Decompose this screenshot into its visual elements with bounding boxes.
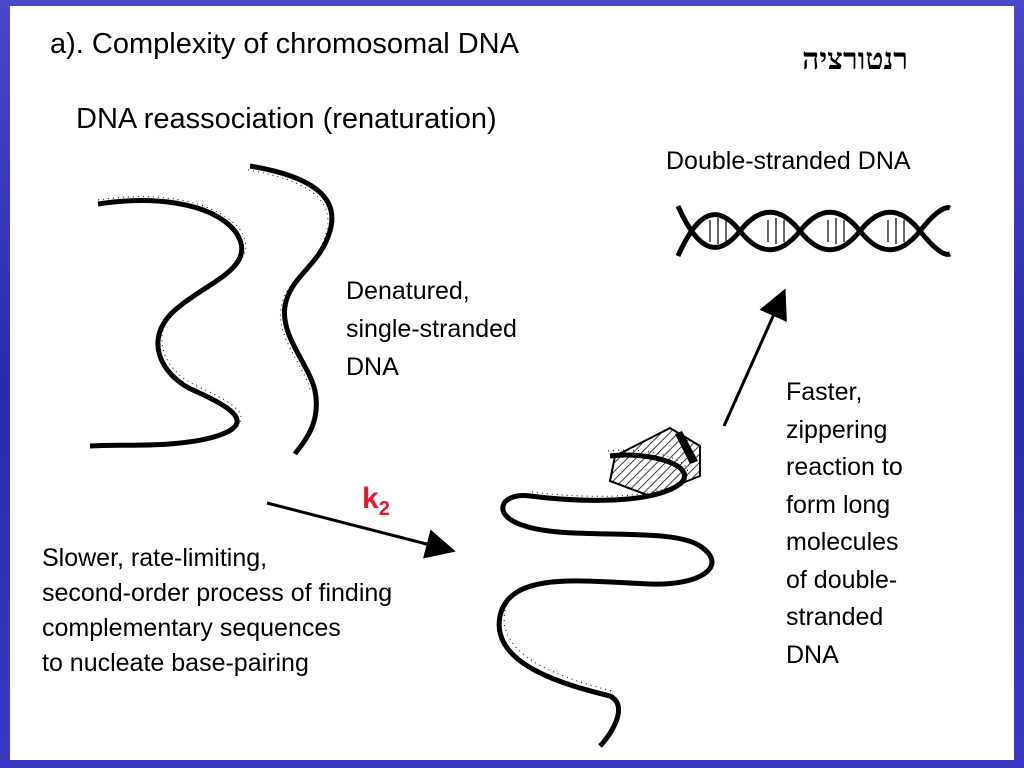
zipper-arrow — [722, 288, 787, 427]
illustration-layer — [89, 163, 951, 748]
rate-constant-subscript: 2 — [378, 498, 390, 520]
denatured-line-3: DNA — [346, 353, 399, 381]
slide-panel: a). Complexity of chromosomal DNA רנטורצ… — [10, 6, 1014, 760]
slide-subtitle: DNA reassociation (renaturation) — [76, 103, 497, 135]
denatured-strand-right — [247, 163, 335, 456]
hebrew-label: רנטורציה — [802, 42, 908, 77]
fast-step-line-6: of double- — [786, 565, 898, 594]
denatured-label: Denatured, single-stranded DNA — [346, 272, 517, 386]
slide-title: a). Complexity of chromosomal DNA — [50, 28, 519, 60]
rate-constant-label: k2 — [362, 482, 390, 521]
denatured-strand-left — [89, 196, 247, 449]
fast-step-line-7: stranded — [786, 603, 884, 631]
nucleation-structure — [496, 426, 715, 748]
fast-step-line-2: zippering — [786, 415, 888, 444]
slow-step-line-3: complementary sequences — [42, 614, 341, 642]
denatured-line-1: Denatured, — [346, 277, 470, 305]
double-helix-icon — [675, 204, 951, 258]
fast-step-line-4: form long — [786, 490, 891, 519]
denatured-line-2: single-stranded — [346, 315, 517, 343]
slow-step-line-2: second-order process of finding — [42, 579, 393, 607]
slow-step-line-1: Slower, rate-limiting, — [42, 544, 268, 572]
fast-step-line-3: reaction to — [786, 453, 903, 481]
slow-step-text: Slower, rate-limiting, second-order proc… — [42, 541, 392, 681]
k2-arrow — [266, 501, 456, 559]
double-stranded-label: Double-stranded DNA — [666, 147, 911, 175]
fast-step-line-1: Faster, — [786, 378, 863, 406]
slow-step-line-4: to nucleate base-pairing — [42, 649, 309, 677]
fast-step-line-5: molecules — [786, 528, 899, 556]
rate-constant-symbol: k — [362, 482, 379, 515]
fast-step-text: Faster, zippering reaction to form long … — [786, 374, 903, 674]
fast-step-line-8: DNA — [786, 640, 839, 669]
